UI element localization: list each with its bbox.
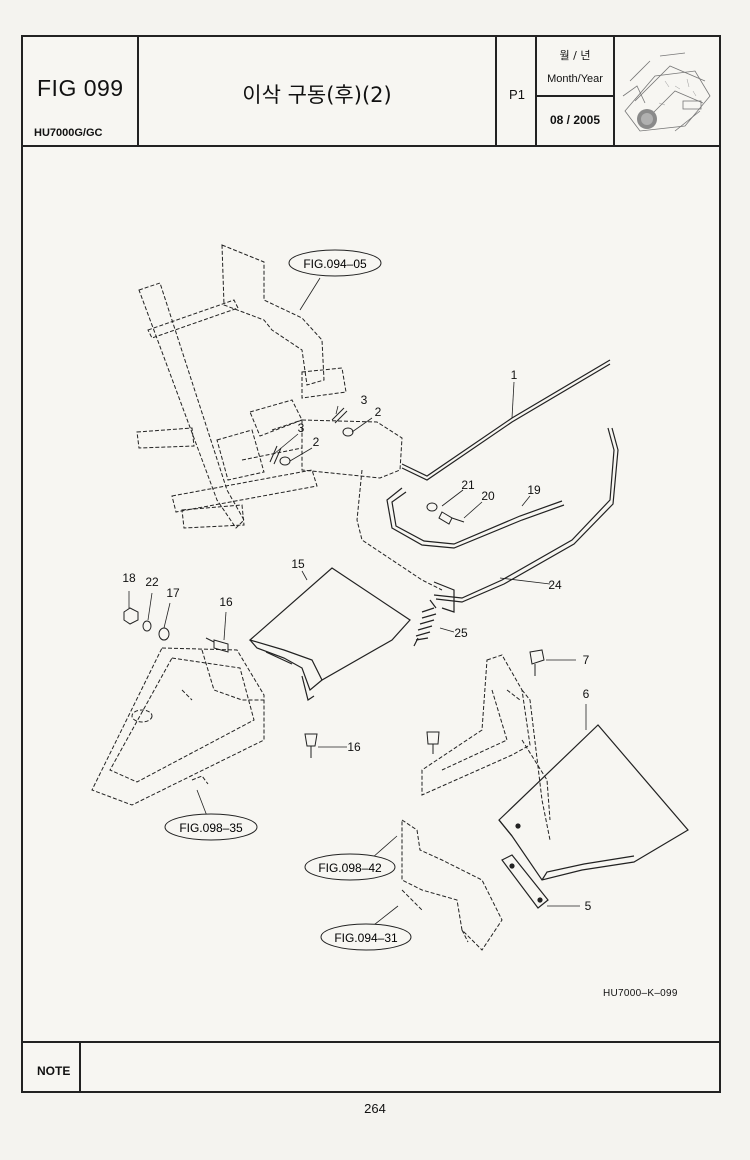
leader-lines [128,277,587,929]
reference-label: FIG.094–31 [334,931,398,945]
month-year-label-ko: 월 / 년 [559,49,591,62]
harvester-thumbnail-icon [622,52,711,132]
callout-20: 20 [481,489,495,503]
reference-label: FIG.098–35 [179,821,243,835]
reference-fig-094-31: FIG.094–31 [320,923,412,951]
callout-7: 7 [583,653,590,667]
model-name: HU7000G/GC [34,127,103,139]
reference-label: FIG.094–05 [303,257,367,271]
month-year-label-en: Month/Year [547,73,603,85]
bar-part-5 [501,854,549,909]
callout-2: 2 [313,435,320,449]
callout-24: 24 [548,578,562,592]
rod-part-1 [401,359,611,481]
drawing-code: HU7000–K–099 [603,988,678,999]
callout-6: 6 [583,687,590,701]
callout-2: 2 [375,405,382,419]
bolt-part-16 [205,637,318,758]
callout-15: 15 [291,557,305,571]
page-title: 이삭 구동(후)(2) [242,83,392,107]
note-label: NOTE [37,1064,71,1078]
spring-part-25 [413,599,437,647]
plate-part-6 [498,724,689,881]
header-divider [495,37,497,145]
header-block: FIG 099 HU7000G/GC 이삭 구동(후)(2) P1 월 / 년 … [23,37,719,147]
callout-3: 3 [361,393,368,407]
header-divider [535,37,537,145]
header-divider [137,37,139,145]
bolt-part-7 [426,649,545,754]
callout-1: 1 [511,368,518,382]
reference-fig-094-05: FIG.094–05 [288,249,382,277]
frame-assembly [136,244,443,591]
callout-22: 22 [145,575,159,589]
callout-5: 5 [585,899,592,913]
bolt-and-washer-20-21 [426,502,465,525]
callout-16: 16 [219,595,233,609]
reference-fig-098-42: FIG.098–42 [304,853,396,881]
figure-number: FIG 099 [37,75,124,101]
callout-3: 3 [298,421,305,435]
note-divider [79,1043,81,1093]
exploded-parts-diagram: FIG.094–05 FIG.098–35 FIG.098–42 FIG.094… [91,244,689,951]
rod-part-19 [386,487,565,549]
note-row: NOTE [23,1041,719,1093]
nut-and-washers-17-18-22 [123,607,170,641]
revision-date: 08 / 2005 [549,113,601,127]
page-code: P1 [509,87,525,102]
pins-and-washers [269,407,354,466]
left-bracket-assembly [91,647,265,806]
callout-17: 17 [166,586,180,600]
header-divider [537,95,613,97]
callout-16: 16 [347,740,361,754]
right-bracket-assembly [401,654,551,951]
page-number: 264 [364,1101,386,1116]
callout-25: 25 [454,626,468,640]
callout-18: 18 [122,571,136,585]
reference-fig-098-35: FIG.098–35 [164,813,258,841]
callout-19: 19 [527,483,541,497]
header-divider [613,37,615,145]
rod-part-24 [433,427,619,613]
callout-21: 21 [461,478,475,492]
reference-label: FIG.098–42 [318,861,382,875]
parts-sheet: FIG 099 HU7000G/GC 이삭 구동(후)(2) P1 월 / 년 … [21,35,721,1093]
cover-plate-part-15 [248,567,411,701]
